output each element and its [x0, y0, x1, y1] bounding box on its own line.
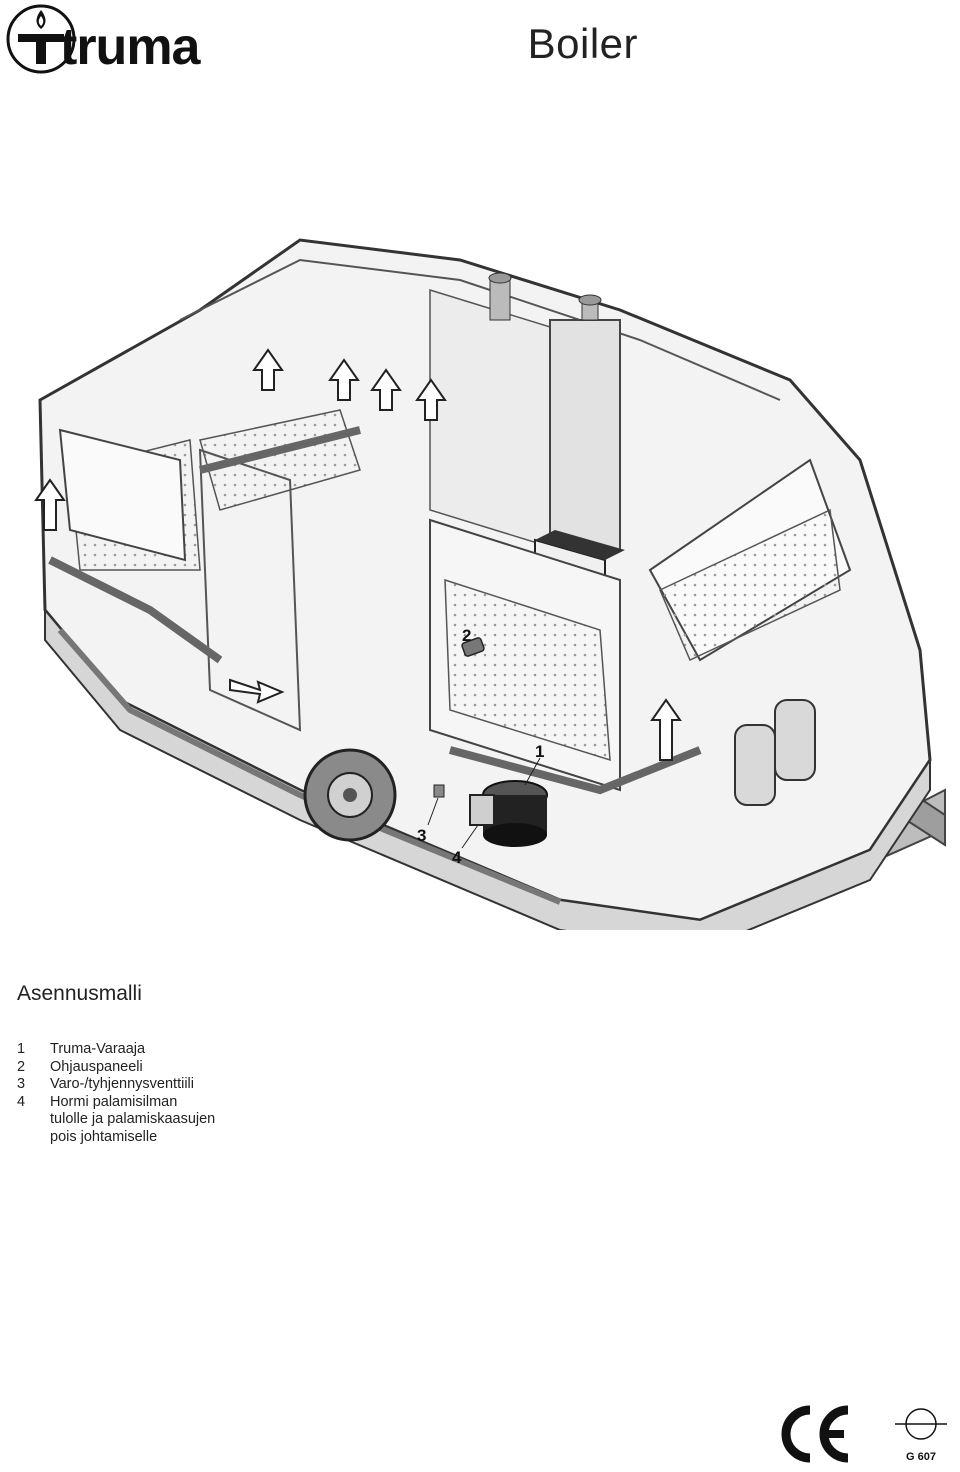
section-title: Asennusmalli	[17, 982, 142, 1005]
brand-wordmark: truma	[60, 18, 202, 76]
callout-1: 1	[535, 742, 544, 761]
legend-text: Varo-/tyhjennysventtiili	[50, 1076, 194, 1092]
legend-text: Hormi palamisilman tulolle ja palamiskaa…	[50, 1093, 216, 1145]
approval-code: G 607	[906, 1451, 936, 1463]
truma-logo: truma	[4, 2, 254, 83]
legend-item: 4 Hormi palamisilman tulolle ja palamisk…	[17, 1094, 215, 1147]
legend-number: 2	[17, 1058, 26, 1075]
legend-text: Ohjauspaneeli	[50, 1058, 143, 1075]
legend-item: 3 Varo-/tyhjennysventtiili	[17, 1076, 215, 1094]
callout-2: 2	[462, 626, 471, 645]
legend-number: 4	[17, 1093, 26, 1110]
callout-4: 4	[452, 848, 462, 867]
caravan-installation-illustration: 1 2 3 4	[0, 230, 960, 952]
legend-number: 1	[17, 1041, 26, 1057]
callout-3: 3	[417, 826, 426, 845]
document-title: Boiler	[527, 20, 638, 67]
legend-text: Truma-Varaaja	[50, 1041, 146, 1057]
gas-approval-mark: G 607	[893, 1404, 949, 1463]
legend-list: 1 Truma-Varaaja 2 Ohjauspaneeli 3 Varo-/…	[17, 1041, 215, 1146]
ce-mark-icon	[776, 1404, 852, 1469]
approval-circle-icon	[895, 1408, 947, 1440]
legend-item: 1 Truma-Varaaja	[17, 1041, 215, 1059]
legend-item: 2 Ohjauspaneeli	[17, 1059, 215, 1077]
legend-number: 3	[17, 1076, 26, 1092]
